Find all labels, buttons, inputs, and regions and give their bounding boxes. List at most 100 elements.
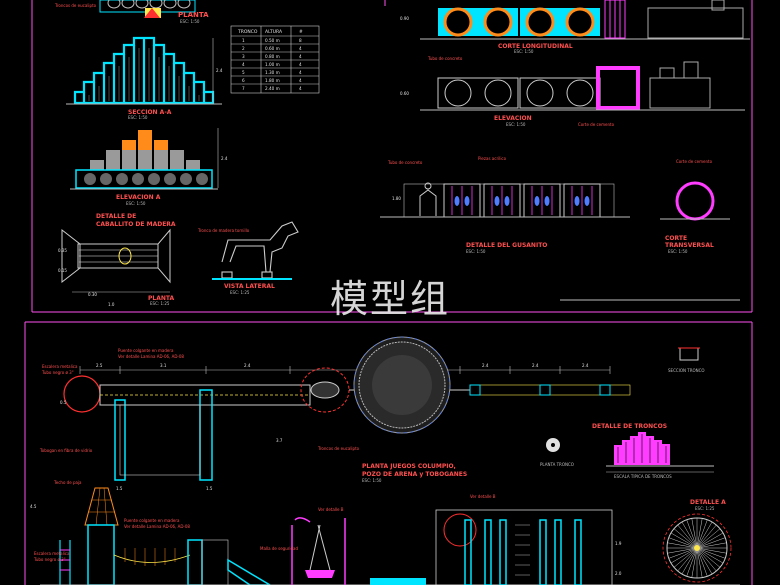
- s2-note-tubo-2: Tubo negro ø 3": [33, 557, 66, 562]
- detalle-a-scale: ESC: 1:25: [695, 506, 715, 511]
- pozo-arena: [353, 336, 451, 434]
- table-cell: 1.00 m: [265, 62, 280, 67]
- s2-note-escalera: Escalera metalica: [42, 364, 78, 369]
- table-cell: 6: [242, 78, 245, 83]
- table-cell: 8: [299, 38, 302, 43]
- radial-line: [681, 521, 698, 549]
- planta-logs-plan: [99, 0, 196, 18]
- note-piezas-acrilico: Piezas acrilico: [478, 156, 507, 161]
- gusanito-dim: 1.80: [392, 196, 401, 201]
- planta-top-title: PLANTA: [178, 11, 209, 19]
- s2-note-techo: Techo de paja: [53, 480, 82, 485]
- radial-line: [696, 547, 727, 554]
- radial-line: [696, 537, 726, 549]
- radial-line: [667, 547, 698, 554]
- radial-line: [686, 547, 698, 577]
- s2-dim-f: 2.4: [582, 363, 589, 368]
- s2-note-malla: Malla de seguridad: [260, 546, 298, 551]
- note-tubo-concreto-2: Tubo de concreto: [387, 160, 423, 165]
- radial-line: [677, 524, 698, 549]
- seccion-tronco-label: SECCION TRONCO: [668, 368, 705, 373]
- caballito-dim-d: 1.0: [108, 302, 115, 307]
- corte-transversal-title-2: TRANSVERSAL: [665, 242, 714, 249]
- radial-line: [696, 519, 708, 549]
- table-header-cell: #: [299, 29, 303, 35]
- s2-dim-h: 3.7: [276, 438, 283, 443]
- planta2-title: PLANTA: [148, 295, 175, 302]
- planta-juegos-scale: ESC: 1:50: [362, 478, 382, 483]
- note-tubo-concreto: Tubo de concreto: [427, 56, 463, 61]
- table-header-cell: TRONCO: [237, 29, 258, 35]
- sheet2-top-dims: [79, 366, 611, 374]
- elevacion-scale: ESC: 1:50: [506, 122, 526, 127]
- watermark: 模型组: [330, 277, 451, 321]
- radial-line: [696, 547, 708, 577]
- radial-line: [696, 521, 713, 549]
- s2-dim-l: 1.9: [615, 541, 622, 546]
- gusanito-title: DETALLE DEL GUSANITO: [466, 242, 547, 249]
- radial-line: [696, 542, 727, 549]
- caballito-dim-c: 0.30: [88, 292, 97, 297]
- table-header-cell: ALTURA: [265, 29, 283, 35]
- vista-lateral-scale: ESC: 1:25: [230, 290, 250, 295]
- caballito-title-1: DETALLE DE: [96, 213, 136, 220]
- seccion-aa-grain: [88, 48, 200, 101]
- vista-lateral-horse: [212, 221, 299, 280]
- detalle-troncos-title: DETALLE DE TRONCOS: [592, 423, 667, 430]
- sheet1-frame: [31, 0, 753, 313]
- corte-longitudinal: [420, 0, 750, 40]
- detalle-troncos: [606, 432, 714, 473]
- note-corte-transv: Corte de cemento: [676, 159, 713, 164]
- radial-line: [691, 518, 698, 549]
- seccion-aa-pyramid: [73, 36, 215, 105]
- seccion-tronco: [678, 347, 700, 361]
- s2-dim-b: 3.1: [160, 363, 167, 368]
- gusanito-detail: [380, 182, 630, 218]
- table-cell: 4: [299, 86, 302, 91]
- s2-note-ver-detalle-2: Ver detalle Lamina AD-06, AD-08: [124, 524, 190, 529]
- table-cell: 1.80 m: [265, 78, 280, 83]
- detalle-troncos-scale: ESCALA TIPICA DE TRONCOS: [614, 474, 672, 479]
- torre-techo: [40, 487, 740, 585]
- table-cell: 2: [242, 46, 245, 51]
- s2-note-puente: Puente colgante en madera: [118, 348, 174, 353]
- radial-line: [696, 547, 703, 578]
- corte-dim: 0.90: [400, 16, 409, 21]
- radial-line: [696, 528, 721, 549]
- table-cell: 4: [299, 70, 302, 75]
- s2-dim-e: 2.4: [532, 363, 539, 368]
- table-cell: 5: [242, 70, 245, 75]
- elevacion-tubes: [420, 61, 745, 111]
- seccion-title: SECCION A-A: [128, 109, 172, 116]
- seccion-dim: 2.4: [216, 68, 223, 73]
- radial-line: [696, 532, 724, 549]
- s2-note-tobogan: Tobogan en fibra de vidrio: [39, 448, 93, 453]
- radial-line: [691, 547, 698, 578]
- seccion-scale: ESC: 1:50: [128, 115, 148, 120]
- caballito-plan: [61, 228, 171, 284]
- radial-line: [696, 547, 713, 575]
- radial-line: [667, 542, 698, 549]
- detalle-a-radial: [662, 513, 732, 583]
- corte-transversal-title-1: CORTE: [665, 235, 687, 242]
- radial-line: [681, 547, 698, 575]
- detalle-a-title: DETALLE A: [690, 499, 726, 506]
- radial-line: [668, 547, 698, 559]
- elevacion-dim: 0.60: [400, 91, 409, 96]
- planta2-scale: ESC: 1:25: [150, 301, 170, 306]
- table-cell: 7: [242, 86, 245, 91]
- elevacion-troncos-frame: [435, 509, 613, 585]
- radial-line: [696, 547, 724, 564]
- corte-longitudinal-scale: ESC: 1:50: [514, 49, 534, 54]
- s2-note-ver-detalle: Ver detalle Lamina AD-06, AD-08: [118, 354, 184, 359]
- table-cell: 2.40 m: [265, 86, 280, 91]
- table-cell: 0.60 m: [265, 46, 280, 51]
- s2-dim-i: 1.5: [116, 486, 123, 491]
- sheet2-frame: [24, 321, 753, 585]
- radial-line: [696, 518, 703, 549]
- note-tronco-madera: Tronco de madera tornillo: [197, 228, 250, 233]
- table-cell: 4: [299, 78, 302, 83]
- radial-line: [696, 547, 721, 568]
- s2-dim-d: 2.4: [482, 363, 489, 368]
